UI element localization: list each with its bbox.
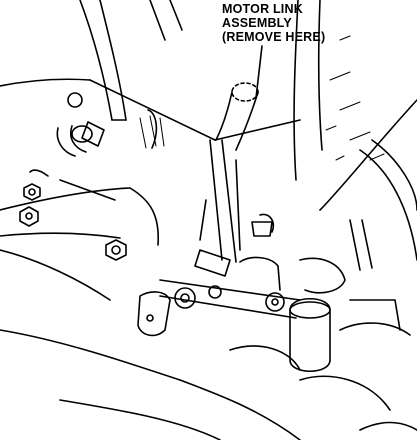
callout-line-3: (REMOVE HERE) (222, 30, 326, 44)
motor-link-callout-label: MOTOR LINK ASSEMBLY (REMOVE HERE) (222, 2, 412, 44)
wiper-motor-housing (194, 249, 346, 372)
wiper-arm-rods (79, 0, 183, 121)
callout-line-1: MOTOR LINK (222, 2, 303, 16)
body-frame-right (349, 139, 417, 271)
callout-line-2: ASSEMBLY (222, 16, 292, 30)
motor-link-rods (199, 139, 275, 263)
linkage-bar (105, 239, 301, 337)
cowl-panel (0, 78, 301, 246)
hose-connector (56, 92, 165, 157)
mounting-nuts (19, 169, 49, 227)
lower-body-contours (0, 249, 417, 440)
removal-point-marker (215, 82, 259, 151)
windshield-glass (293, 0, 417, 211)
